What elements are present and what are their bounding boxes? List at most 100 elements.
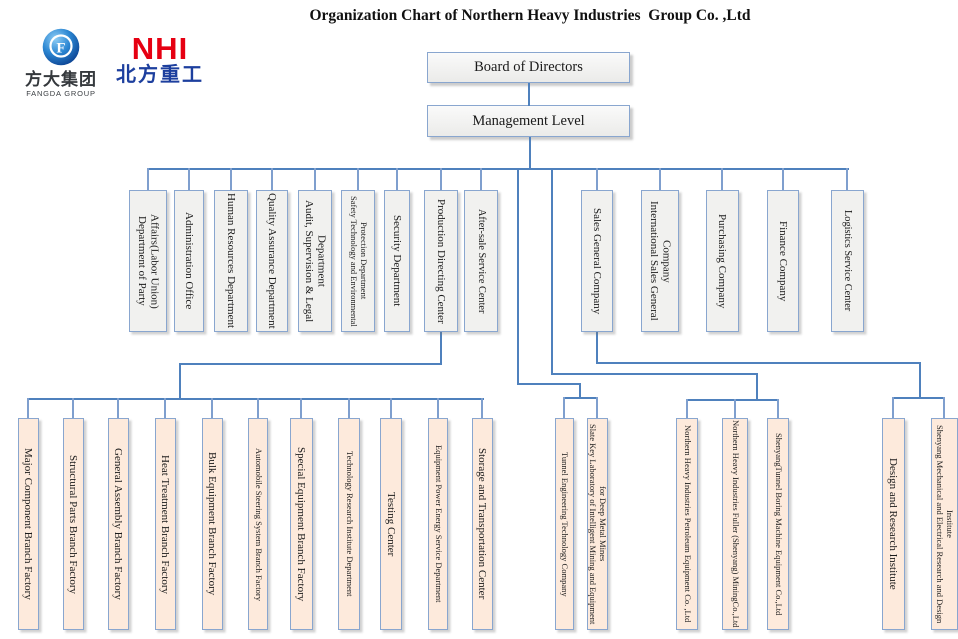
connector-segment	[147, 168, 149, 191]
connector-segment	[782, 168, 784, 191]
connector-segment	[481, 398, 483, 419]
board-of-directors-node: Board of Directors	[427, 52, 630, 83]
subsidiary-label: Automobile Steering System Branch Factor…	[253, 447, 264, 601]
subsidiary-node: Northern Heavy Industries Petroleum Equi…	[676, 418, 698, 630]
connector-segment	[551, 168, 553, 374]
department-label: Department of Party Affairs(Labor Union)	[136, 213, 161, 309]
connector-segment	[27, 398, 484, 400]
connector-segment	[164, 398, 166, 419]
connector-segment	[777, 399, 779, 419]
department-label: After-sale Service Center	[475, 208, 487, 314]
connector-segment	[596, 168, 598, 191]
department-node: Sales General Company	[581, 190, 613, 332]
subsidiary-node: Heat Treatment Branch Factory	[154, 418, 176, 630]
connector-segment	[686, 399, 779, 401]
subsidiary-node: Special Equipment Branch Factory	[289, 418, 313, 630]
connector-segment	[686, 399, 688, 419]
subsidiary-label: Equipment Power Energy Service Departmen…	[433, 445, 444, 603]
connector-segment	[596, 362, 921, 364]
connector-segment	[596, 397, 598, 419]
connector-segment	[517, 383, 581, 385]
subsidiary-node: Major Component Branch Factory	[17, 418, 39, 630]
department-label: Quality Assurance Department	[266, 193, 279, 329]
subsidiary-label: Northern Heavy Industries Petroleum Equi…	[682, 425, 693, 623]
connector-segment	[148, 168, 849, 170]
department-node: Purchasing Company	[705, 190, 739, 332]
connector-segment	[314, 168, 316, 191]
connector-segment	[529, 137, 531, 169]
subsidiary-node: Testing Center	[380, 418, 402, 630]
subsidiary-label: General Assembly Branch Factory	[112, 448, 125, 600]
subsidiary-label: ShenyangTunnel Boring Machine Equipment …	[773, 432, 784, 616]
subsidiary-node: General Assembly Branch Factory	[107, 418, 129, 630]
connector-segment	[919, 362, 921, 398]
department-label: Administration Office	[183, 212, 196, 310]
management-level-label: Management Level	[472, 112, 585, 129]
fangda-chinese-name: 方大集团	[25, 70, 97, 89]
nhi-abbreviation: NHI	[131, 31, 189, 66]
fangda-english-name: FANGDA GROUP	[26, 88, 96, 98]
connector-segment	[563, 397, 598, 399]
connector-segment	[943, 397, 945, 419]
subsidiary-node: Equipment Power Energy Service Departmen…	[428, 418, 448, 630]
subsidiary-label: Technology Research Institute Department	[344, 451, 355, 597]
connector-segment	[596, 332, 598, 363]
department-node: International Sales General Company	[641, 190, 679, 332]
management-level-node: Management Level	[427, 105, 630, 137]
department-node: Administration Office	[174, 190, 204, 332]
subsidiary-node: Structural Parts Branch Factory	[62, 418, 84, 630]
department-label: Human Resources Department	[225, 193, 238, 329]
subsidiary-label: Structural Parts Branch Factory	[67, 454, 80, 594]
subsidiary-node: Bulk Equipment Branch Factory	[201, 418, 223, 630]
connector-segment	[551, 373, 758, 375]
subsidiary-label: Special Equipment Branch Factory	[295, 446, 308, 602]
connector-segment	[579, 383, 581, 398]
department-label: Production Directing Center	[435, 198, 448, 324]
fangda-logo: F 方大集团 FANGDA GROUP	[14, 28, 108, 98]
department-node: Logistics Service Center	[830, 190, 864, 332]
department-label: Sales General Company	[591, 207, 604, 315]
department-label: Purchasing Company	[716, 213, 729, 309]
nhi-logo: NHI 北方重工	[108, 33, 212, 87]
subsidiary-node: Storage and Transportation Center	[471, 418, 493, 630]
connector-segment	[188, 168, 190, 191]
subsidiary-label: Tunnel Engineering Technology Company	[559, 451, 570, 597]
connector-segment	[734, 399, 736, 419]
connector-segment	[271, 168, 273, 191]
subsidiary-label: Major Component Branch Factory	[22, 448, 35, 600]
connector-segment	[721, 168, 723, 191]
connector-segment	[230, 168, 232, 191]
board-of-directors-label: Board of Directors	[474, 59, 583, 75]
connector-segment	[440, 332, 442, 364]
department-node: Safety Technology and Environmental Prot…	[341, 190, 375, 332]
connector-segment	[396, 168, 398, 191]
department-node: Quality Assurance Department	[256, 190, 288, 332]
department-label: International Sales General Company	[648, 201, 673, 321]
fangda-sphere-icon: F	[42, 28, 80, 66]
department-label: Security Department	[391, 215, 404, 307]
subsidiary-node: Shenyang Mechanical and Electrical Resea…	[930, 418, 958, 630]
nhi-chinese-name: 北方重工	[116, 64, 204, 86]
connector-segment	[480, 168, 482, 191]
subsidiary-node: Automobile Steering System Branch Factor…	[248, 418, 268, 630]
chart-title: Organization Chart of Northern Heavy Ind…	[309, 7, 751, 24]
connector-segment	[348, 398, 350, 419]
connector-segment	[517, 168, 519, 384]
connector-segment	[892, 397, 945, 399]
connector-segment	[659, 168, 661, 191]
connector-segment	[72, 398, 74, 419]
department-node: Department of Party Affairs(Labor Union)	[129, 190, 167, 332]
subsidiary-label: Slate Key Laboratory of Intelligent Mini…	[588, 423, 608, 625]
connector-segment	[563, 397, 565, 419]
department-node: After-sale Service Center	[464, 190, 498, 332]
connector-segment	[437, 398, 439, 419]
subsidiary-label: Northern Heavy Industries Fuller (Shenya…	[730, 420, 741, 628]
subsidiary-label: Heat Treatment Branch Factory	[159, 454, 172, 594]
subsidiary-label: Design and Research Institute	[887, 458, 900, 590]
department-label: Logistics Service Center	[841, 210, 853, 312]
connector-segment	[117, 398, 119, 419]
connector-segment	[440, 168, 442, 191]
subsidiary-label: Shenyang Mechanical and Electrical Resea…	[935, 424, 955, 624]
connector-segment	[528, 83, 530, 106]
